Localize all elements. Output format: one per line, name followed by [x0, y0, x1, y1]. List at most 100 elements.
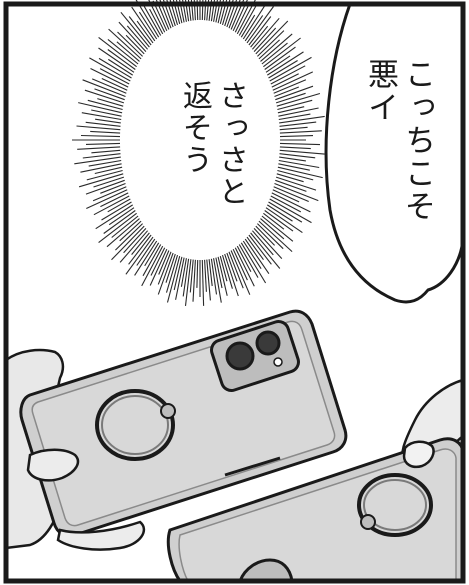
burst-line — [253, 27, 277, 52]
burst-line — [95, 118, 121, 124]
burst-line — [275, 176, 317, 191]
burst-line — [201, 0, 204, 21]
burst-line — [269, 198, 312, 224]
burst-line — [157, 251, 172, 285]
burst-line — [255, 20, 289, 55]
burst-line — [276, 92, 321, 107]
burst-line — [277, 106, 305, 114]
burst-line — [74, 156, 121, 165]
burst-line — [118, 21, 147, 52]
burst-line — [182, 258, 190, 297]
burst-line — [94, 88, 125, 101]
burst-line — [120, 11, 150, 48]
burst-line — [278, 113, 311, 121]
phone-2 — [166, 437, 465, 583]
burst-line — [106, 218, 140, 248]
burst-line — [248, 234, 272, 265]
burst-line — [111, 215, 139, 238]
thought-text-line-1: さっさと — [213, 80, 248, 208]
burst-line — [87, 99, 123, 111]
burst-line — [265, 207, 303, 234]
burst-line — [157, 252, 174, 295]
burst-line — [88, 159, 122, 167]
burst-line — [279, 115, 325, 124]
burst-line — [86, 189, 128, 210]
burst-line — [272, 71, 314, 91]
burst-line — [244, 15, 264, 42]
burst-line — [201, 259, 205, 306]
burst-line — [253, 228, 283, 259]
burst-line — [150, 247, 166, 276]
burst-line — [94, 166, 123, 175]
burst-line — [84, 89, 125, 104]
burst-line — [236, 0, 256, 35]
burst-line — [277, 99, 313, 111]
burst-line — [131, 232, 150, 255]
burst-line — [172, 0, 181, 25]
burst-line — [258, 39, 280, 60]
burst-line — [190, 0, 194, 21]
burst-line — [85, 179, 125, 195]
burst-line — [246, 6, 274, 44]
burst-line — [196, 0, 199, 21]
burst-line — [99, 68, 130, 85]
burst-line — [119, 230, 149, 263]
burst-line — [108, 28, 142, 60]
burst-line — [210, 258, 218, 295]
burst-line — [117, 31, 143, 57]
burst-line — [91, 78, 127, 94]
burst-line — [277, 166, 323, 179]
burst-line — [103, 210, 136, 234]
burst-line — [182, 0, 187, 22]
burst-line — [115, 223, 143, 251]
burst-line — [230, 0, 245, 30]
burst-line — [261, 215, 294, 242]
burst-line — [90, 130, 121, 134]
burst-line — [250, 25, 269, 48]
burst-line — [179, 0, 185, 23]
burst-line — [267, 51, 304, 76]
burst-line — [278, 163, 310, 171]
burst-line — [263, 37, 301, 68]
burst-line — [213, 258, 222, 303]
burst-line — [234, 5, 249, 33]
burst-line — [126, 25, 149, 50]
burst-line — [165, 254, 179, 293]
burst-line — [91, 149, 121, 154]
burst-line — [279, 135, 314, 138]
burst-line — [128, 234, 152, 265]
burst-line — [187, 0, 192, 21]
burst-line — [251, 230, 274, 256]
burst-line — [232, 0, 248, 32]
burst-line — [155, 0, 170, 30]
burst-line — [258, 220, 293, 253]
burst-line — [142, 3, 162, 36]
right-thumb — [402, 440, 435, 469]
burst-line — [192, 259, 196, 302]
burst-line — [260, 33, 293, 62]
burst-line — [159, 0, 172, 29]
burst-line — [77, 146, 121, 150]
burst-line — [242, 240, 262, 269]
burst-line — [80, 134, 121, 138]
burst-line — [101, 201, 132, 221]
burst-line — [101, 78, 128, 91]
burst-line — [217, 256, 228, 296]
burst-line — [138, 11, 158, 40]
burst-line — [125, 34, 145, 55]
burst-line — [166, 255, 181, 303]
burst-line — [97, 98, 124, 107]
burst-line — [107, 38, 139, 65]
burst-line — [274, 182, 319, 202]
burst-line — [93, 195, 130, 216]
burst-line — [267, 204, 293, 222]
burst-line — [100, 192, 129, 208]
burst-line — [276, 173, 304, 183]
burst-line — [271, 192, 311, 213]
burst-line — [238, 4, 257, 36]
burst-line — [230, 250, 251, 295]
burst-line — [86, 169, 123, 181]
burst-line — [98, 57, 132, 79]
burst-line — [204, 259, 207, 292]
